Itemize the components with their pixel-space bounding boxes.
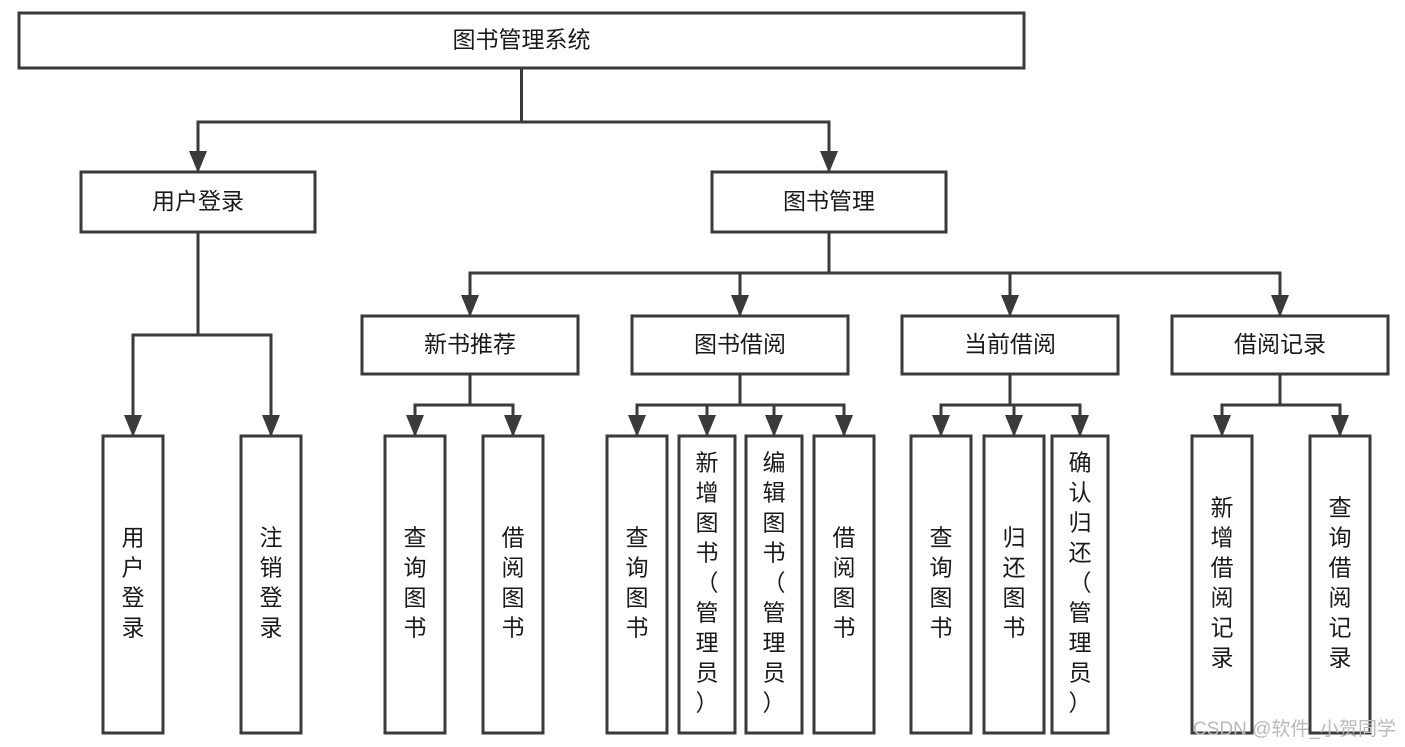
node-label: 编辑图书（管理员）	[763, 450, 786, 716]
arrow-head-icon	[628, 415, 646, 437]
node-leaf-query-borrow-record[interactable]: 查询借阅记录	[1308, 434, 1372, 735]
arrow-head-icon	[406, 415, 424, 437]
node-label: 查询图书	[404, 525, 427, 641]
node-box	[17, 11, 1026, 70]
node-box	[744, 434, 804, 735]
node-leaf-add-borrow-record[interactable]: 新增借阅记录	[1190, 434, 1254, 735]
node-label: 新增借阅记录	[1211, 495, 1234, 671]
arrow-head-icon	[820, 151, 838, 173]
arrow-head-icon	[1213, 415, 1231, 437]
node-box	[360, 314, 580, 376]
node-label: 图书管理系统	[453, 27, 591, 53]
node-box	[1170, 314, 1390, 376]
node-leaf-query-book-borrow[interactable]: 查询图书	[605, 434, 669, 735]
node-leaf-user-login[interactable]: 用户登录	[101, 434, 165, 735]
arrow-head-icon	[461, 295, 479, 317]
arrow-head-icon	[1331, 415, 1349, 437]
arrow-head-icon	[1071, 415, 1089, 437]
node-leaf-borrow-book[interactable]: 借阅图书	[812, 434, 876, 735]
arrow-head-icon	[835, 415, 853, 437]
node-leaf-user-logout[interactable]: 注销登录	[239, 434, 303, 735]
node-box	[239, 434, 303, 735]
node-label: 归还图书	[1003, 525, 1026, 641]
node-box	[630, 314, 850, 376]
node-label: 注销登录	[260, 525, 283, 641]
node-box	[1050, 434, 1110, 735]
node-box	[1190, 434, 1254, 735]
node-leaf-confirm-return-admin[interactable]: 确认归还（管理员）	[1050, 434, 1110, 735]
node-label: 当前借阅	[964, 331, 1056, 357]
node-label: 新书推荐	[424, 331, 516, 357]
node-box	[900, 314, 1120, 376]
node-box	[383, 434, 447, 735]
node-box	[1308, 434, 1372, 735]
node-label: 用户登录	[122, 525, 145, 641]
node-book-management[interactable]: 图书管理	[710, 170, 948, 234]
connector-layer	[124, 66, 1349, 437]
node-label: 图书借阅	[694, 331, 786, 357]
arrow-head-icon	[698, 415, 716, 437]
node-label: 图书管理	[783, 188, 875, 214]
node-box	[101, 434, 165, 735]
arrow-head-icon	[124, 415, 142, 437]
node-label: 查询图书	[626, 525, 649, 641]
node-root[interactable]: 图书管理系统	[17, 11, 1026, 70]
node-leaf-add-book-admin[interactable]: 新增图书（管理员）	[677, 434, 737, 735]
node-leaf-return-book[interactable]: 归还图书	[982, 434, 1046, 735]
arrow-head-icon	[1001, 295, 1019, 317]
node-box	[982, 434, 1046, 735]
node-label: 用户登录	[152, 188, 244, 214]
arrow-head-icon	[932, 415, 950, 437]
node-box	[481, 434, 545, 735]
node-leaf-query-book-current[interactable]: 查询图书	[909, 434, 973, 735]
node-leaf-borrow-book-rec[interactable]: 借阅图书	[481, 434, 545, 735]
arrow-head-icon	[189, 151, 207, 173]
node-label: 查询图书	[930, 525, 953, 641]
arrow-head-icon	[765, 415, 783, 437]
node-label: 确认归还（管理员）	[1069, 450, 1092, 716]
node-leaf-query-book-rec[interactable]: 查询图书	[383, 434, 447, 735]
node-box	[710, 170, 948, 234]
node-label: 借阅图书	[502, 525, 525, 641]
node-box	[909, 434, 973, 735]
arrow-head-icon	[262, 415, 280, 437]
node-new-book-recommend[interactable]: 新书推荐	[360, 314, 580, 376]
node-label: 借阅图书	[833, 525, 856, 641]
node-label: 借阅记录	[1234, 331, 1326, 357]
arrow-head-icon	[1271, 295, 1289, 317]
node-box	[677, 434, 737, 735]
node-current-borrow[interactable]: 当前借阅	[900, 314, 1120, 376]
node-user-login[interactable]: 用户登录	[79, 170, 317, 234]
node-borrow-record[interactable]: 借阅记录	[1170, 314, 1390, 376]
node-layer: 图书管理系统用户登录图书管理新书推荐图书借阅当前借阅借阅记录用户登录注销登录查询…	[17, 11, 1390, 735]
arrow-head-icon	[731, 295, 749, 317]
node-label: 新增图书（管理员）	[696, 450, 719, 716]
node-label: 查询借阅记录	[1329, 495, 1352, 671]
node-box	[605, 434, 669, 735]
node-book-borrow[interactable]: 图书借阅	[630, 314, 850, 376]
node-box	[79, 170, 317, 234]
node-box	[812, 434, 876, 735]
arrow-head-icon	[1005, 415, 1023, 437]
arrow-head-icon	[504, 415, 522, 437]
csdn-watermark: CSDN @软件_小贺同学	[1193, 718, 1396, 740]
node-leaf-edit-book-admin[interactable]: 编辑图书（管理员）	[744, 434, 804, 735]
